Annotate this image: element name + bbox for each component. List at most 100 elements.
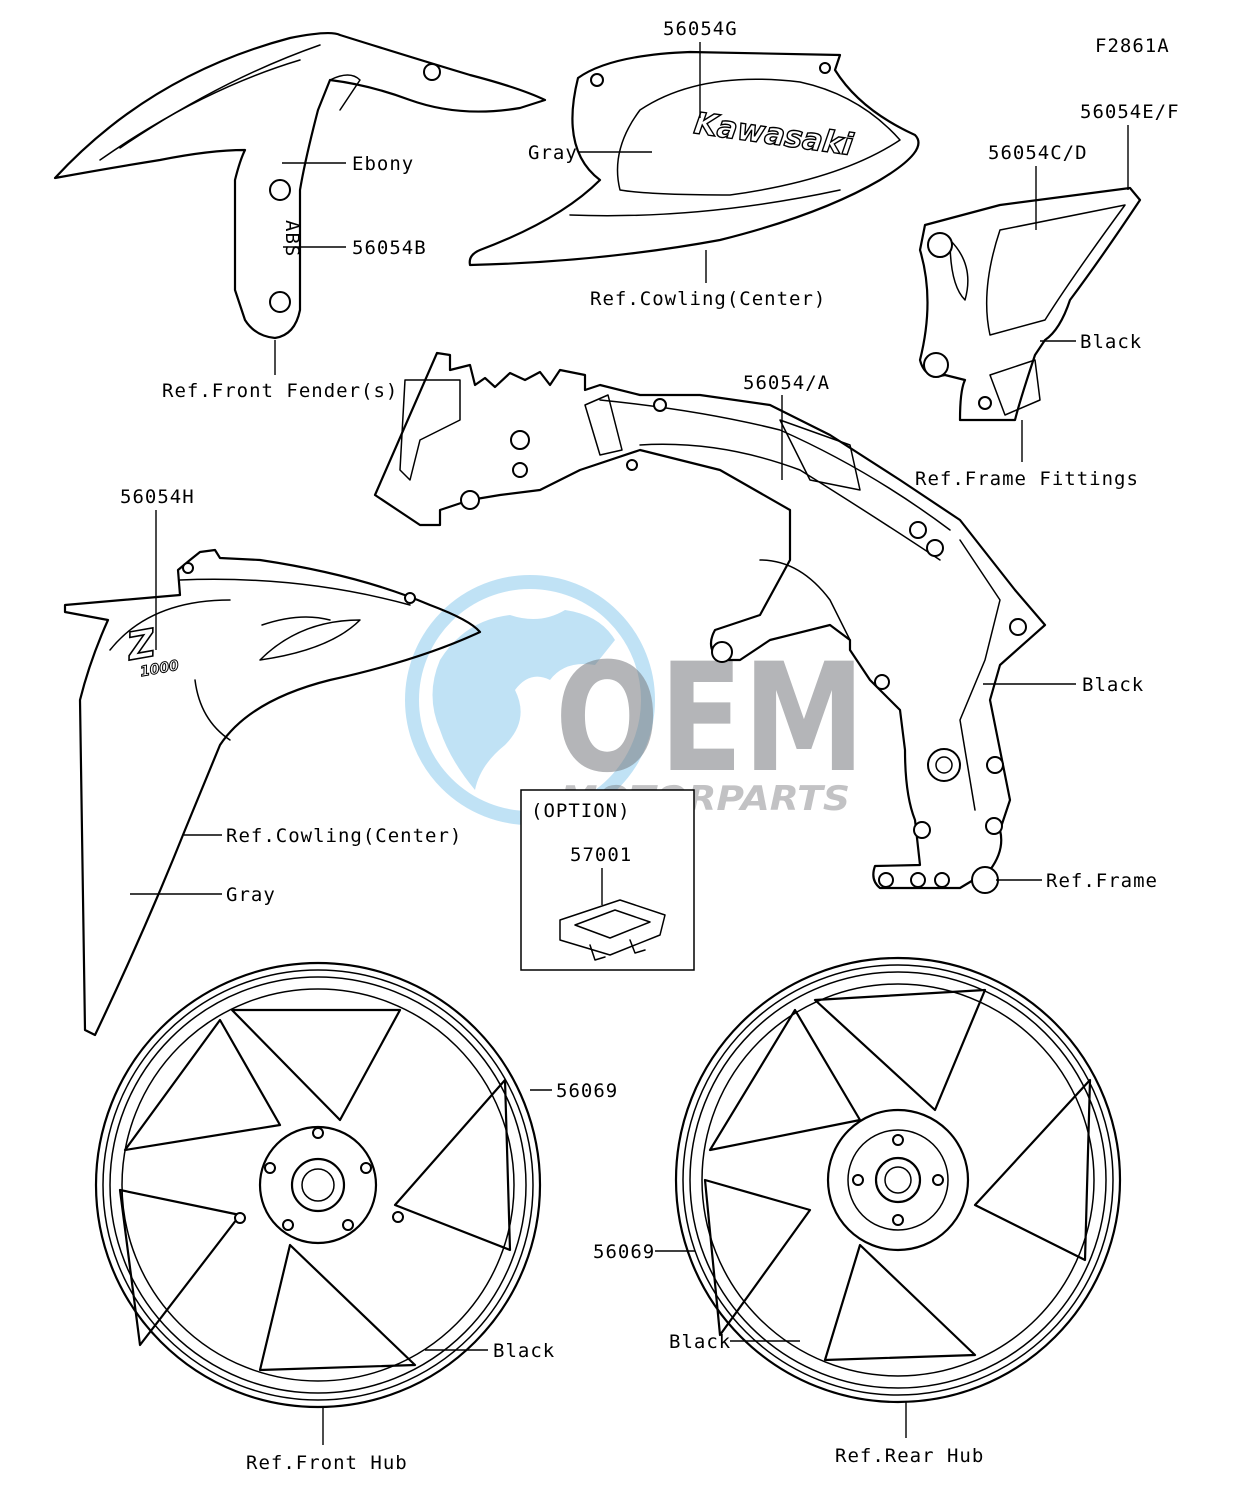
abs-decal: ABS — [281, 220, 303, 257]
frame-pivot-inner — [935, 756, 953, 774]
option-part-body — [559, 899, 666, 956]
side-cowl-inner-line — [109, 599, 231, 651]
frame-hole-8 — [1009, 618, 1027, 636]
label-56069-front: 56069 — [556, 1080, 618, 1102]
side-cowl-inner-curve — [194, 679, 231, 741]
front-wheel-hub-outer — [258, 1125, 378, 1245]
front-wheel-hub-inner — [290, 1157, 346, 1213]
front-wheel-rim-3 — [109, 976, 527, 1394]
center-cowl-top-outline — [468, 50, 920, 267]
option-box-frame — [520, 789, 695, 971]
rear-wheel-rim-3 — [689, 971, 1107, 1389]
option-part-tab-2 — [629, 939, 646, 954]
frame-swingarm-pivot — [927, 748, 961, 782]
frame-hole-2 — [512, 462, 528, 478]
front-wheel-valve — [234, 1212, 246, 1224]
rear-wheel-axle — [884, 1166, 912, 1194]
front-fender-outline — [53, 31, 547, 340]
front-fender-stripe — [99, 59, 301, 161]
frame-hole-11 — [985, 817, 1003, 835]
frame — [373, 351, 1047, 894]
center-cowl-top-hole-right — [819, 62, 831, 74]
label-black-fittings: Black — [1080, 331, 1142, 353]
frame-decal-strip — [779, 419, 861, 491]
label-56054G: 56054G — [663, 18, 738, 40]
front-fender-mount-hole-lower — [269, 291, 291, 313]
label-56054H: 56054H — [120, 486, 195, 508]
label-56069-rear: 56069 — [593, 1241, 655, 1263]
option-part-tab-1 — [589, 944, 606, 961]
front-wheel-valve-2 — [392, 1211, 404, 1223]
frame-hole-5 — [626, 459, 638, 471]
diagram-code: F2861A — [1095, 35, 1170, 57]
side-cowl-hole — [182, 562, 194, 574]
label-ref-frame-fittings: Ref.Frame Fittings — [915, 468, 1139, 490]
callout-labels: F2861A 56054G Gray Ref.Cowling(Center) 5… — [120, 18, 1180, 1474]
frame-hole-1 — [510, 430, 530, 450]
label-ref-cowling-left: Ref.Cowling(Center) — [226, 825, 462, 847]
frame-fitting-outline — [918, 186, 1142, 422]
front-wheel-axle — [301, 1168, 335, 1202]
label-gray-left: Gray — [226, 884, 276, 906]
rear-wheel-rim-outer — [674, 956, 1122, 1404]
frame-downtube — [959, 539, 1001, 811]
rear-wheel-spokes — [703, 988, 1092, 1362]
frame-mount-1 — [878, 872, 894, 888]
side-cowl-hole-2 — [404, 592, 416, 604]
option-box — [520, 789, 695, 971]
label-56054EF: 56054E/F — [1080, 101, 1180, 123]
option-part-detail — [574, 909, 651, 939]
watermark-brand: OEM — [555, 632, 865, 806]
frame-inner-loop — [759, 559, 851, 641]
front-fender-stripe-2 — [119, 44, 321, 149]
label-ref-front-fender: Ref.Front Fender(s) — [162, 380, 398, 402]
label-56054A: 56054/A — [743, 372, 830, 394]
center-cowl-top-hole-left — [590, 73, 604, 87]
frame-spar-upper — [599, 399, 951, 531]
frame-fitting-decal-panel — [985, 204, 1126, 336]
watermark-globe-land — [432, 610, 615, 790]
label-option: (OPTION) — [531, 800, 631, 822]
frame-fitting-slot — [949, 239, 969, 301]
frame-fitting-hole-lower — [923, 352, 949, 378]
front-wheel-bolt-4 — [342, 1219, 354, 1231]
rear-wheel-hub-inner — [874, 1156, 922, 1204]
frame-hole-3 — [460, 490, 480, 510]
frame-head-outline — [373, 351, 1047, 890]
side-cowl-vent — [259, 619, 361, 661]
front-wheel-bolt-5 — [360, 1162, 372, 1174]
option-part-57001 — [559, 899, 666, 961]
rear-wheel-rim-2 — [682, 964, 1114, 1396]
label-ref-frame: Ref.Frame — [1046, 870, 1158, 892]
frame-fitting — [918, 186, 1142, 422]
frame-mount-4 — [971, 866, 999, 894]
front-wheel-rim-2 — [102, 969, 534, 1401]
rear-wheel-bolt-2 — [932, 1174, 944, 1186]
frame-spar-lower — [639, 443, 941, 561]
label-black-front: Black — [493, 1340, 555, 1362]
rear-wheel-hub-outer — [826, 1108, 970, 1252]
frame-fitting-block — [989, 359, 1041, 416]
front-wheel-rim-outer — [94, 961, 542, 1409]
z-badge-sub: 1000 — [139, 658, 180, 681]
side-cowl: Z 1000 — [63, 548, 482, 1037]
frame-fitting-hole-upper — [927, 232, 953, 258]
rear-wheel-rim-4 — [701, 983, 1095, 1377]
kawasaki-decal: Kawasaki — [692, 106, 856, 163]
frame-hole-6 — [909, 521, 927, 539]
label-ref-cowling-top: Ref.Cowling(Center) — [590, 288, 826, 310]
front-wheel — [94, 961, 542, 1409]
rear-wheel-bolt-4 — [852, 1174, 864, 1186]
rear-wheel-hub-mid — [847, 1129, 949, 1231]
label-ebony: Ebony — [352, 153, 414, 175]
frame-hole-9 — [874, 674, 890, 690]
front-wheel-bolt-2 — [264, 1162, 276, 1174]
front-wheel-rim-4 — [121, 988, 515, 1382]
frame-hole-12 — [913, 821, 931, 839]
front-wheel-bolt-1 — [312, 1127, 324, 1139]
label-ref-front-hub: Ref.Front Hub — [246, 1452, 408, 1474]
frame-hole-10 — [986, 756, 1004, 774]
frame-hole-7 — [926, 539, 944, 557]
